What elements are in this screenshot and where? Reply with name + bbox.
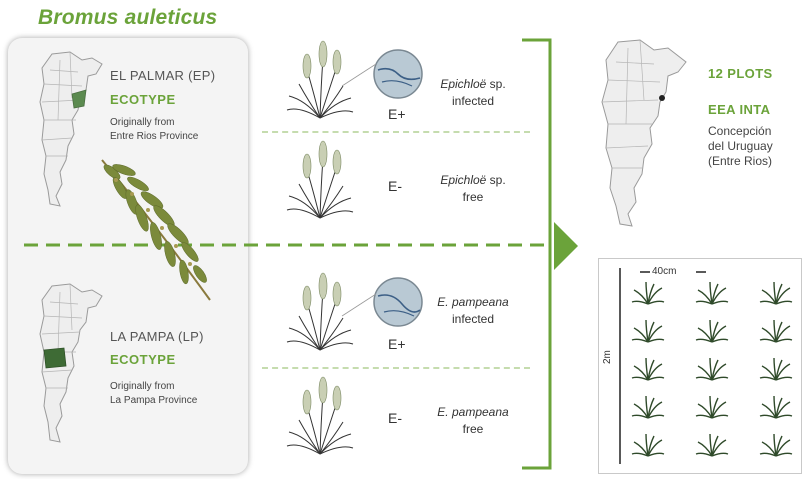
seedling-icon <box>696 434 728 456</box>
site-station: EEA INTA <box>708 102 770 117</box>
ecotype-lp-origin-line2: La Pampa Province <box>110 394 250 408</box>
treatment-4-endophyte: E. pampeana <box>437 405 508 419</box>
seedling-icon <box>760 358 792 380</box>
ecotype-ep-origin: Originally from Entre Rios Province <box>110 116 250 144</box>
seedling-icon <box>696 358 728 380</box>
seedling-icon <box>760 396 792 418</box>
treatment-3-endophyte: E. pampeana <box>437 295 508 309</box>
ecotype-ep-type: ECOTYPE <box>110 92 176 107</box>
site-plots: 12 PLOTS <box>708 66 773 81</box>
grass-plant-icon <box>285 140 355 220</box>
seedling-grid <box>598 258 800 472</box>
seedling-icon <box>760 282 792 304</box>
seed-panicle-icon <box>92 150 222 310</box>
seedling-icon <box>760 434 792 456</box>
ecotype-lp-type: ECOTYPE <box>110 352 176 367</box>
arrow-right-icon <box>554 222 578 270</box>
seedling-icon <box>632 282 664 304</box>
treatment-1-suffix: sp. <box>486 77 505 91</box>
treatment-2-endophyte: Epichloë <box>440 173 486 187</box>
grass-plant-icon <box>285 376 355 456</box>
seedling-icon <box>632 434 664 456</box>
species-title: Bromus auleticus <box>38 6 217 30</box>
ecotype-ep-origin-line2: Entre Rios Province <box>110 130 250 144</box>
ecotype-lp-origin-line1: Originally from <box>110 380 250 394</box>
seedling-icon <box>632 358 664 380</box>
site-location-marker <box>659 95 665 101</box>
ecotype-lp-origin: Originally from La Pampa Province <box>110 380 250 408</box>
site-location-line2: del Uruguay <box>708 139 773 154</box>
grouping-bracket <box>510 36 590 476</box>
magnifier-connector <box>340 290 380 320</box>
site-location-line3: (Entre Rios) <box>708 154 773 169</box>
treatment-4-symbol: E- <box>388 410 402 426</box>
seedling-icon <box>696 320 728 342</box>
magnifier-connector <box>340 60 380 90</box>
treatment-3-symbol: E+ <box>388 336 406 352</box>
treatment-1-symbol: E+ <box>388 106 406 122</box>
treatment-1-endophyte: Epichloë <box>440 77 486 91</box>
site-location: Concepción del Uruguay (Entre Rios) <box>708 124 773 169</box>
seedling-icon <box>696 282 728 304</box>
argentina-map-icon <box>590 38 700 228</box>
ecotype-lp-name: LA PAMPA (LP) <box>110 329 204 344</box>
seedling-icon <box>696 396 728 418</box>
seedling-icon <box>760 320 792 342</box>
treatment-separator <box>262 367 530 369</box>
ecotype-ep-origin-line1: Originally from <box>110 116 250 130</box>
treatment-2-suffix: sp. <box>486 173 505 187</box>
seedling-icon <box>632 396 664 418</box>
treatment-separator <box>262 131 530 133</box>
site-location-line1: Concepción <box>708 124 773 139</box>
seedling-icon <box>632 320 664 342</box>
treatment-2-symbol: E- <box>388 178 402 194</box>
ecotype-ep-name: EL PALMAR (EP) <box>110 68 215 83</box>
